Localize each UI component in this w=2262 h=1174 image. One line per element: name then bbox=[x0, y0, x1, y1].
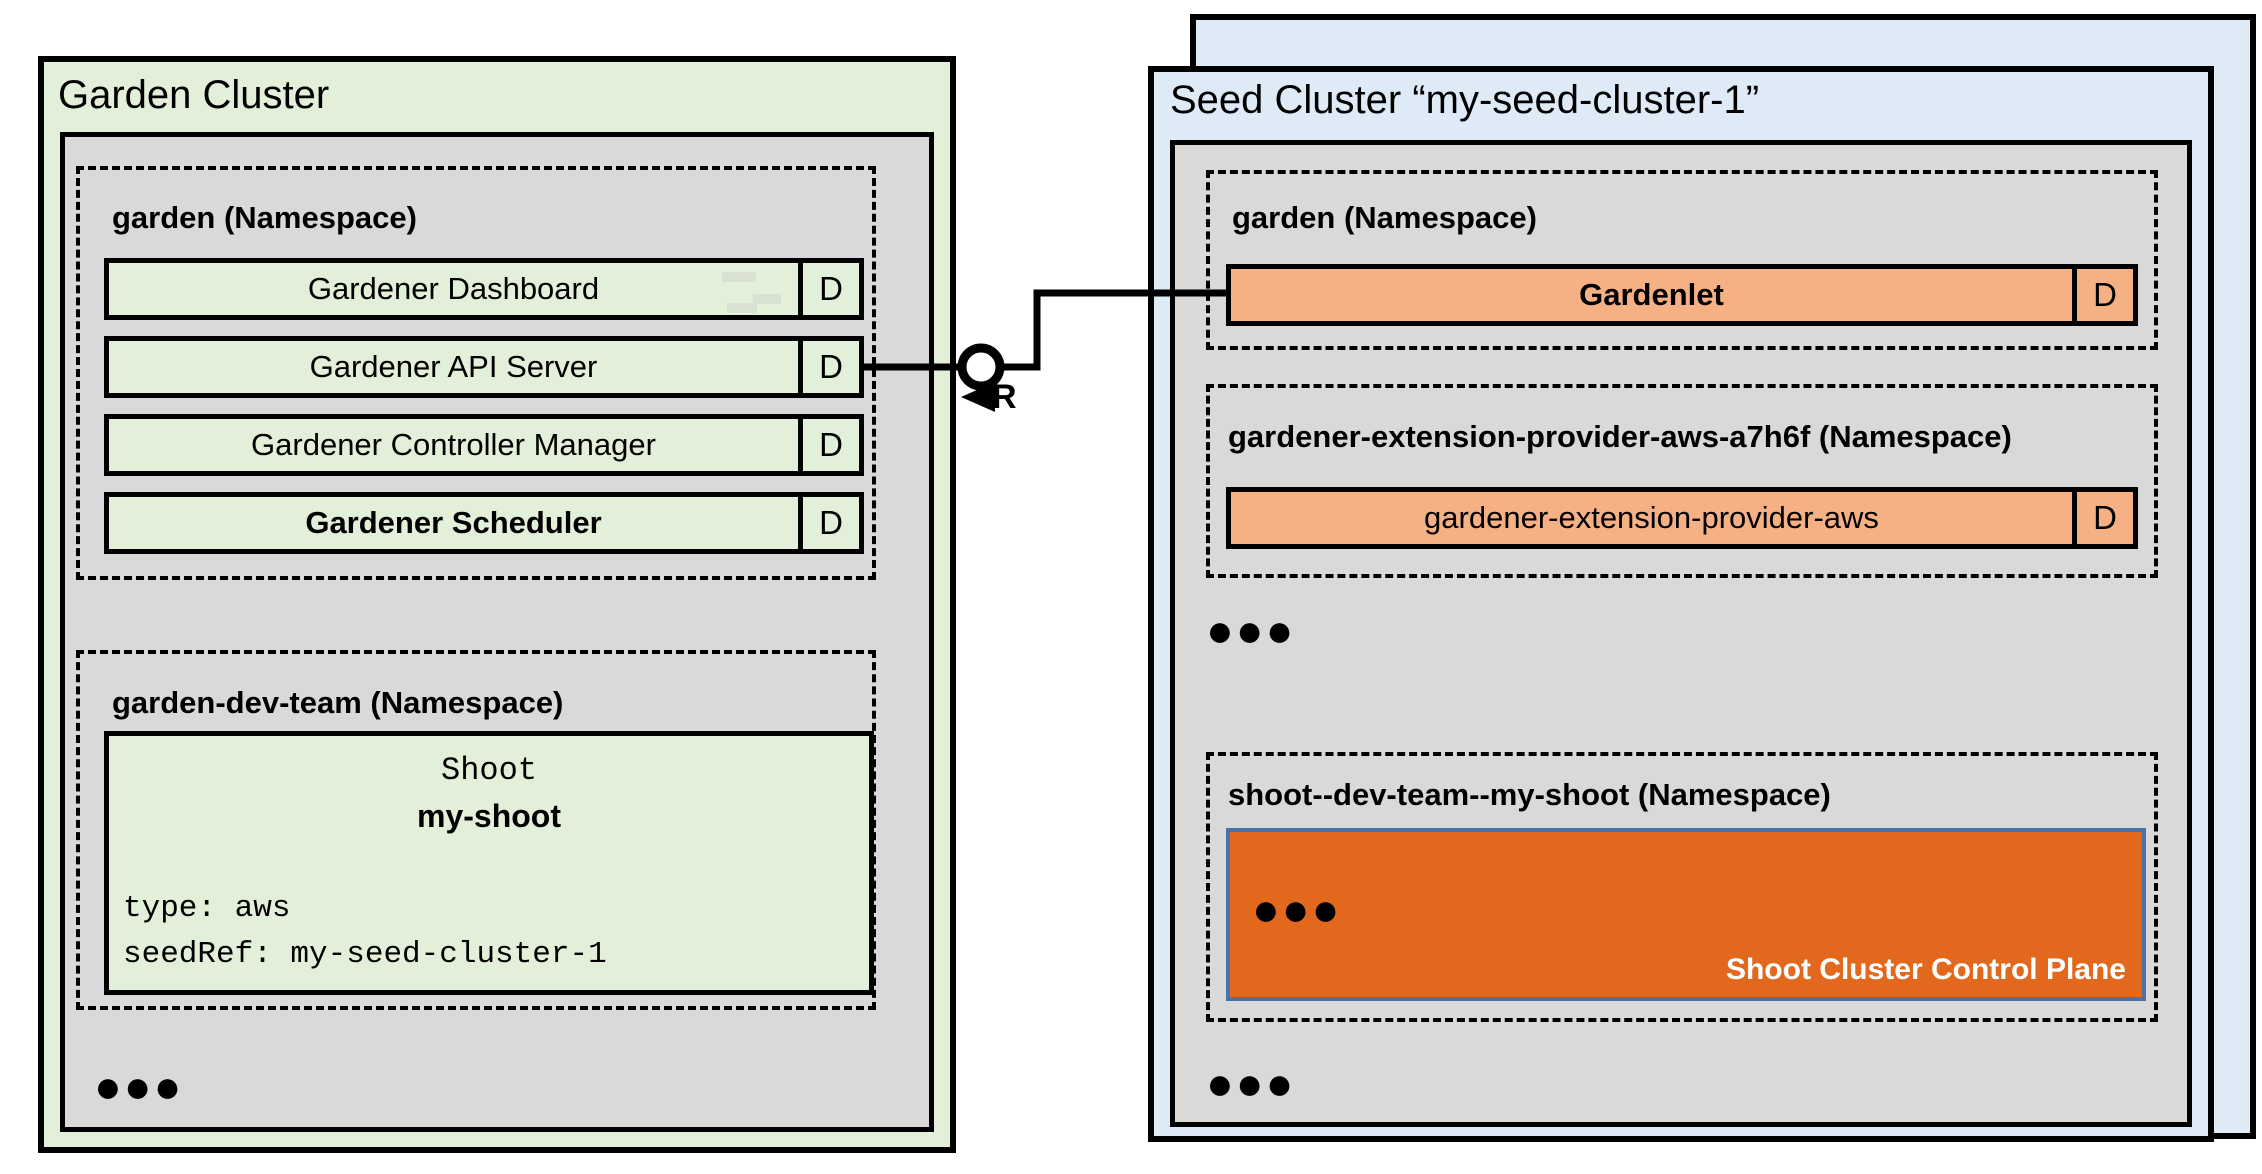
seed-namespace-extension-provider-aws bbox=[1206, 384, 2158, 578]
scan-artifact-mark bbox=[722, 272, 756, 282]
component-gardener-dashboard-label: Gardener Dashboard bbox=[307, 271, 600, 306]
component-gardener-controller-manager-badge: D bbox=[798, 419, 859, 471]
component-gardener-controller-manager-label: Gardener Controller Manager bbox=[251, 427, 656, 462]
component-gardener-extension-provider-aws-label: gardener-extension-provider-aws bbox=[1424, 500, 1879, 535]
scan-artifact-mark bbox=[753, 294, 781, 304]
component-gardenlet-badge: D bbox=[2072, 269, 2133, 321]
control-plane-more-indicator: ●●● bbox=[1252, 883, 1342, 935]
component-gardener-dashboard[interactable]: Gardener Dashboard D bbox=[104, 258, 864, 320]
seed-cluster-more-indicator-middle: ●●● bbox=[1206, 604, 1296, 656]
garden-namespace-dev-team-title: garden-dev-team (Namespace) bbox=[112, 685, 564, 720]
shoot-cluster-control-plane[interactable]: ●●● Shoot Cluster Control Plane bbox=[1226, 828, 2146, 1001]
seed-cluster-title: Seed Cluster “my-seed-cluster-1” bbox=[1170, 78, 1760, 122]
component-gardener-api-server-badge: D bbox=[798, 341, 859, 393]
component-gardenlet[interactable]: Gardenlet D bbox=[1226, 264, 2138, 326]
seed-namespace-shoot-title: shoot--dev-team--my-shoot (Namespace) bbox=[1228, 777, 1831, 812]
seed-cluster-more-indicator-bottom: ●●● bbox=[1206, 1057, 1296, 1109]
seed-namespace-garden-title: garden (Namespace) bbox=[1232, 200, 1537, 235]
seed-namespace-garden bbox=[1206, 170, 2158, 350]
component-gardener-scheduler[interactable]: Gardener Scheduler D bbox=[104, 492, 864, 554]
seed-namespace-extension-provider-aws-title: gardener-extension-provider-aws-a7h6f (N… bbox=[1228, 419, 2012, 454]
component-gardener-dashboard-badge: D bbox=[798, 263, 859, 315]
scan-artifact-mark bbox=[727, 303, 757, 313]
component-gardenlet-label: Gardenlet bbox=[1579, 277, 1724, 312]
connector-label-r: R bbox=[992, 378, 1017, 416]
component-gardener-scheduler-label: Gardener Scheduler bbox=[305, 505, 602, 540]
component-gardener-api-server-label: Gardener API Server bbox=[309, 349, 598, 384]
garden-cluster-title: Garden Cluster bbox=[58, 73, 330, 117]
garden-namespace-garden-title: garden (Namespace) bbox=[112, 200, 417, 235]
shoot-resource-kind: Shoot bbox=[440, 752, 537, 789]
shoot-resource-name: my-shoot bbox=[417, 798, 561, 834]
garden-namespace-garden bbox=[76, 166, 876, 580]
component-gardener-scheduler-badge: D bbox=[798, 497, 859, 549]
component-gardener-extension-provider-aws[interactable]: gardener-extension-provider-aws D bbox=[1226, 487, 2138, 549]
component-gardener-controller-manager[interactable]: Gardener Controller Manager D bbox=[104, 414, 864, 476]
component-gardener-extension-provider-aws-badge: D bbox=[2072, 492, 2133, 544]
shoot-resource-field-type: type: aws bbox=[123, 891, 291, 926]
seed-namespace-shoot bbox=[1206, 752, 2158, 1022]
shoot-resource-card[interactable]: Shoot my-shoot type: aws seedRef: my-see… bbox=[104, 731, 874, 995]
control-plane-label: Shoot Cluster Control Plane bbox=[1725, 953, 2126, 986]
component-gardener-api-server[interactable]: Gardener API Server D bbox=[104, 336, 864, 398]
garden-cluster-more-indicator: ●●● bbox=[94, 1060, 184, 1112]
garden-namespace-dev-team bbox=[76, 650, 876, 1010]
shoot-resource-field-seedref: seedRef: my-seed-cluster-1 bbox=[123, 937, 607, 972]
